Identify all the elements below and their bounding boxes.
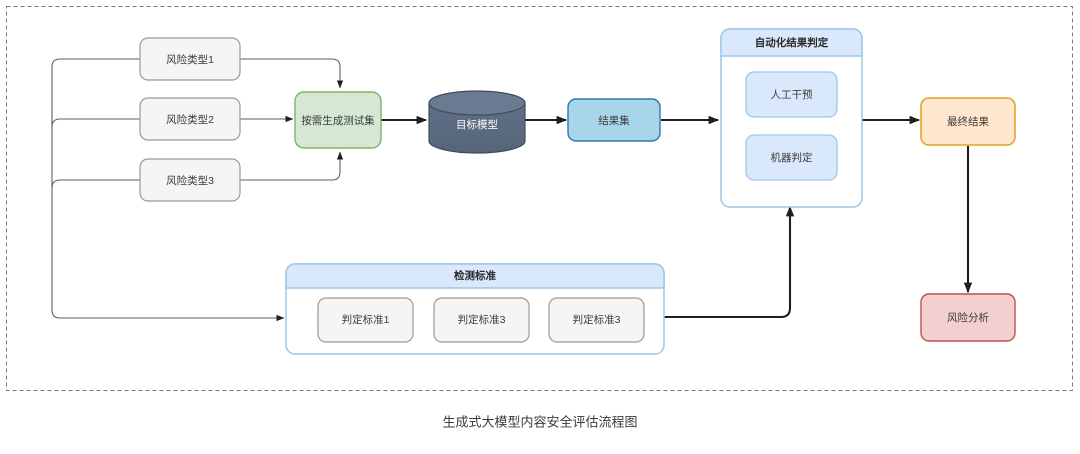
node-target-model[interactable]: 目标模型 — [428, 90, 526, 154]
node-result-set[interactable]: 结果集 — [567, 98, 661, 142]
group-detection-standard: 检测标准 判定标准1 判定标准3 判定标准3 — [285, 263, 665, 355]
edge-bus-left-risk1 — [51, 58, 282, 319]
node-risk-type-1[interactable]: 风险类型1 — [139, 37, 241, 81]
node-machine-judgement[interactable]: 机器判定 — [745, 134, 838, 181]
group-auto-judgement: 自动化结果判定 人工干预 机器判定 — [720, 28, 863, 208]
edge-risk3-to-generate — [240, 151, 344, 181]
node-standard-1[interactable]: 判定标准1 — [317, 297, 414, 343]
node-risk-type-2[interactable]: 风险类型2 — [139, 97, 241, 141]
node-standard-2[interactable]: 判定标准3 — [433, 297, 530, 343]
node-final-result[interactable]: 最终结果 — [920, 97, 1016, 146]
node-manual-intervention[interactable]: 人工干预 — [745, 71, 838, 118]
node-risk-type-3[interactable]: 风险类型3 — [139, 158, 241, 202]
edge-detection-to-auto-judgement — [664, 205, 795, 319]
node-risk-analysis[interactable]: 风险分析 — [920, 293, 1016, 342]
node-generate-testset[interactable]: 按需生成测试集 — [294, 91, 382, 149]
edge-risk1-to-generate — [240, 58, 344, 89]
edge-bus-left-risk2 — [51, 118, 140, 128]
diagram-caption: 生成式大模型内容安全评估流程图 — [442, 414, 637, 429]
canvas-dashed-border — [6, 6, 1073, 391]
edge-bus-left-risk3 — [51, 179, 140, 189]
node-standard-3[interactable]: 判定标准3 — [548, 297, 645, 343]
